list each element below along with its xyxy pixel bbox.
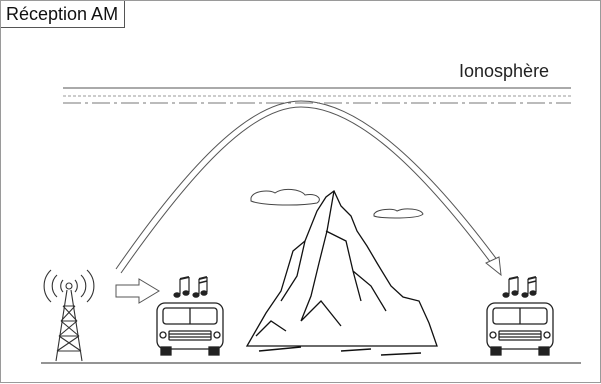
music-notes-icon-right <box>503 277 536 297</box>
ionosphere-layer <box>63 88 571 103</box>
music-notes-icon <box>174 277 207 297</box>
bus-icon-right <box>487 303 553 355</box>
radio-tower-icon <box>44 270 94 361</box>
groundwave-arrow <box>116 279 159 303</box>
bus-icon-left <box>157 303 223 355</box>
